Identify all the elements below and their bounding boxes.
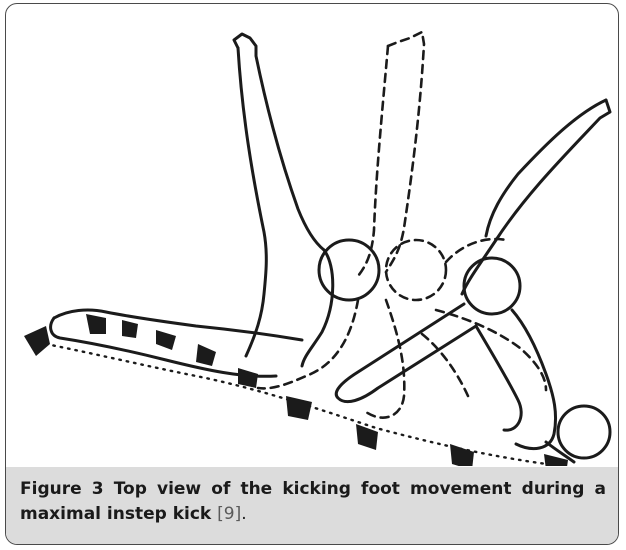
trajectory-markers	[24, 314, 568, 466]
kicking-foot-drawing	[6, 4, 619, 466]
figure-frame: Figure 3 Top view of the kicking foot mo…	[5, 3, 619, 545]
caption-text: Top view of the kicking foot movement du…	[20, 479, 606, 524]
figure-caption: Figure 3 Top view of the kicking foot mo…	[20, 477, 606, 527]
citation-link[interactable]: [9]	[217, 504, 241, 524]
caption-end: .	[241, 504, 246, 524]
leg-outline-dashed-center	[258, 32, 446, 418]
leg-outline-solid-left	[234, 34, 379, 366]
caption-bar: Figure 3 Top view of the kicking foot mo…	[6, 467, 618, 544]
figure-label: Figure 3	[20, 479, 104, 499]
